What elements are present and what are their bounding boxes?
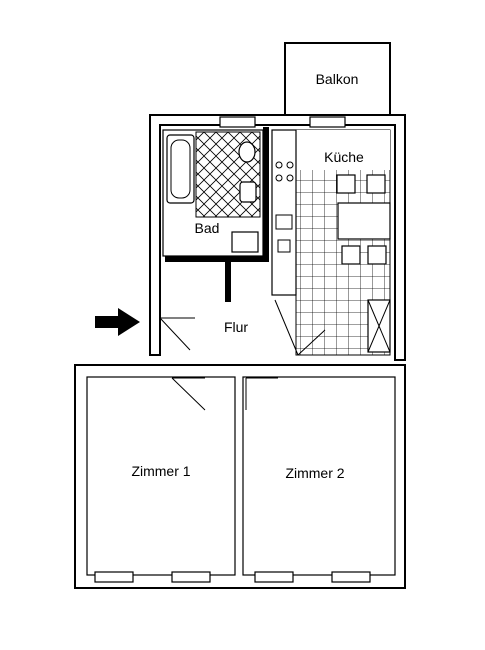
entrance-arrow-icon bbox=[95, 308, 140, 336]
chair bbox=[366, 174, 386, 194]
bathroom-label: Bad bbox=[195, 220, 220, 236]
sink-icon bbox=[277, 239, 291, 253]
window bbox=[219, 116, 256, 128]
window bbox=[309, 116, 346, 128]
door bbox=[245, 377, 278, 410]
upper-section bbox=[149, 114, 406, 361]
chair bbox=[341, 245, 361, 265]
balcony-label: Balkon bbox=[316, 71, 359, 87]
partition-wall bbox=[263, 127, 269, 262]
window bbox=[254, 571, 294, 583]
washer-icon bbox=[231, 231, 259, 253]
dining-table bbox=[337, 202, 391, 240]
window bbox=[94, 571, 134, 583]
door bbox=[171, 377, 206, 411]
hallway-label: Flur bbox=[224, 319, 248, 335]
kitchen-counter bbox=[271, 129, 297, 296]
partition-wall bbox=[225, 262, 231, 302]
kitchen: Küche bbox=[271, 129, 391, 356]
balcony: Balkon bbox=[284, 42, 391, 116]
window bbox=[171, 571, 211, 583]
chair bbox=[336, 174, 356, 194]
sink-icon bbox=[239, 181, 257, 203]
kitchen-label: Küche bbox=[324, 149, 364, 165]
hallway: Flur bbox=[159, 256, 263, 351]
window bbox=[331, 571, 371, 583]
room1-label: Zimmer 1 bbox=[131, 463, 190, 479]
chair bbox=[367, 245, 387, 265]
room2-label: Zimmer 2 bbox=[285, 465, 344, 481]
bathtub-icon bbox=[166, 134, 195, 204]
toilet-icon bbox=[238, 141, 256, 163]
lower-section: Zimmer 1 Zimmer 2 bbox=[74, 364, 406, 589]
bathroom: Bad bbox=[162, 129, 264, 257]
